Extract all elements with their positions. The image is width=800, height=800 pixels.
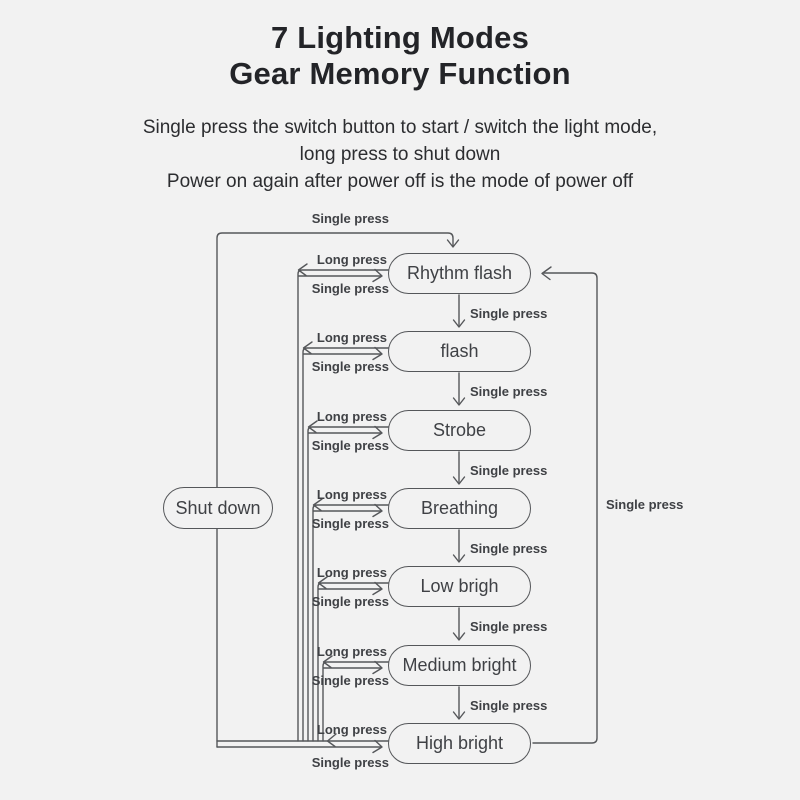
long-press-label: Long press [316,487,387,502]
long-press-label: Long press [316,252,387,267]
arrow-right-icon [372,346,383,361]
arrow-right-icon [372,268,383,283]
arrow-left-icon [326,733,337,748]
single-press-label: Single press [606,497,684,512]
single-press-label: Single press [311,516,389,531]
single-press-label: Single press [311,673,389,688]
arrow-right-icon [372,425,383,440]
arrow-down-icon [452,632,466,641]
single-press-label: Single press [470,306,548,321]
arrow-down-icon [452,554,466,563]
arrow-right-icon [372,739,383,754]
instruction-line-2: long press to shut down [299,144,501,165]
mode-node-breathing: Breathing [388,488,531,529]
title-line-2: Gear Memory Function [229,56,571,91]
arrow-down-icon [452,397,466,406]
single-press-label: Single press [311,594,389,609]
single-press-label: Single press [311,281,389,296]
arrow-left-icon [541,266,552,281]
single-press-label: Single press [470,698,548,713]
page-title: 7 Lighting Modes Gear Memory Function [0,20,800,92]
mode-node-high-bright: High bright [388,723,531,764]
arrow-left-icon [322,655,333,669]
single-press-label: Single press [311,755,389,770]
mode-node-flash: flash [388,331,531,372]
single-press-label: Single press [311,438,389,453]
long-press-label: Long press [316,409,387,424]
arrow-left-icon [312,498,323,512]
arrow-down-icon [452,711,466,720]
long-press-label: Long press [316,565,387,580]
single-press-label: Single press [470,384,548,399]
right-loop-wire [532,266,598,744]
arrow-left-icon [297,263,308,277]
arrow-down-icon [452,319,466,328]
single-press-label: Single press [311,359,389,374]
row-connector-wires [297,263,389,742]
single-press-label: Single press [470,619,548,634]
mode-node-medium-bright: Medium bright [388,645,531,686]
title-line-1: 7 Lighting Modes [270,20,530,55]
arrow-left-icon [317,576,328,590]
mode-node-rhythm-flash: Rhythm flash [388,253,531,294]
arrow-right-icon [372,581,383,596]
chain-arrow-wires [452,294,466,720]
mode-node-strobe: Strobe [388,410,531,451]
arrow-down-icon [452,476,466,485]
single-press-label: Single press [311,211,389,226]
single-press-label: Single press [470,541,548,556]
left-spine-wires [216,232,460,754]
arrow-left-icon [302,341,313,355]
arrow-right-icon [372,660,383,675]
long-press-label: Long press [316,644,387,659]
arrow-down-icon [446,239,460,248]
long-press-label: Long press [316,330,387,345]
shutdown-node: Shut down [163,487,273,529]
single-press-label: Single press [470,463,548,478]
instruction-line-1: Single press the switch button to start … [142,117,658,138]
long-press-label: Long press [316,722,387,737]
instructions: Single press the switch button to start … [0,114,800,195]
arrow-left-icon [307,420,318,434]
instruction-line-3: Power on again after power off is the mo… [166,171,634,192]
arrow-right-icon [372,503,383,518]
mode-node-low-bright: Low brigh [388,566,531,607]
